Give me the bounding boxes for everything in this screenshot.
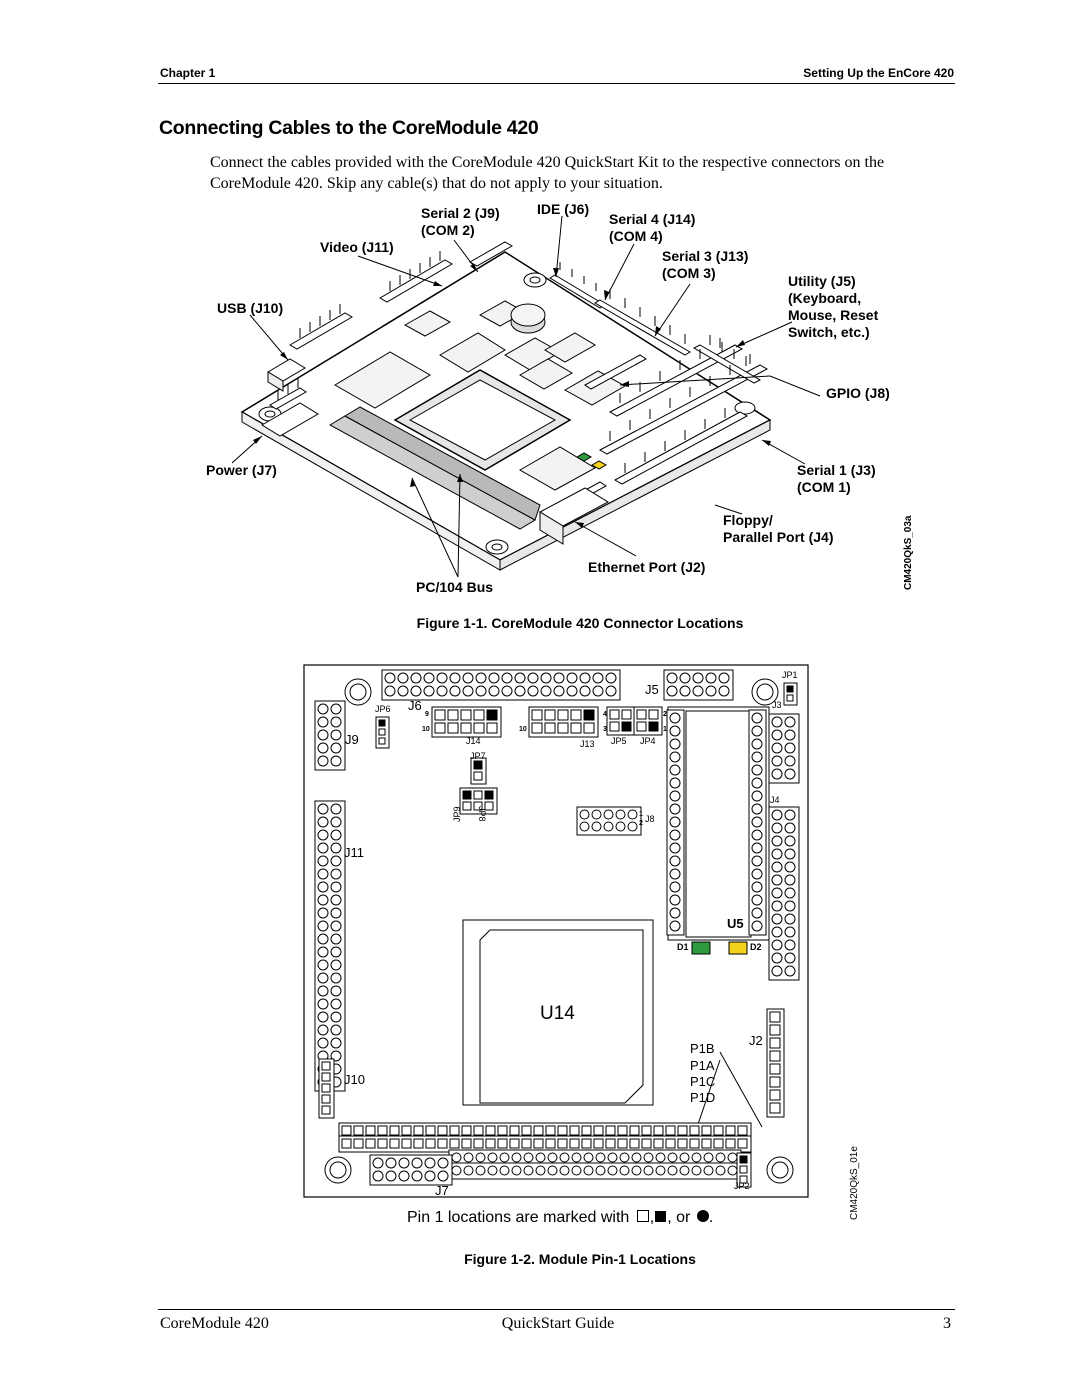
label-j3: J3 xyxy=(772,700,782,710)
label-power: Power (J7) xyxy=(206,462,277,478)
pin-num-2b: 2 xyxy=(639,820,643,827)
pin-num-4: 4 xyxy=(603,711,607,718)
label-ethernet: Ethernet Port (J2) xyxy=(588,559,706,575)
page-number: 3 xyxy=(943,1315,951,1332)
label-j11: J11 xyxy=(344,845,364,860)
label-jp8: JP8 xyxy=(477,806,487,822)
label-pc104: PC/104 Bus xyxy=(416,579,494,595)
pin-num-10b: 10 xyxy=(519,726,527,733)
label-j10: J10 xyxy=(344,1072,365,1087)
label-ide: IDE (J6) xyxy=(537,201,590,217)
header-section: Setting Up the EnCore 420 xyxy=(803,66,954,80)
figure1-caption: Figure 1-1. CoreModule 420 Connector Loc… xyxy=(416,615,744,631)
j6-header xyxy=(381,669,621,701)
figure2-code: CM420QkS_01e xyxy=(849,1146,860,1220)
label-p1c: P1C xyxy=(690,1074,716,1089)
label-j2: J2 xyxy=(749,1033,763,1048)
label-gpio: GPIO (J8) xyxy=(826,385,890,401)
label-j9: J9 xyxy=(345,732,359,747)
label-serial4: Serial 4 (J14) (COM 4) xyxy=(609,211,696,244)
label-j7: J7 xyxy=(435,1183,449,1198)
pin-num-10a: 10 xyxy=(422,726,430,733)
label-serial3: Serial 3 (J13) (COM 3) xyxy=(662,248,749,281)
pin-num-1: 1 xyxy=(663,726,667,733)
footer-center: QuickStart Guide xyxy=(501,1315,615,1332)
label-p1d: P1D xyxy=(690,1090,716,1105)
circle-filled-icon xyxy=(696,1210,709,1222)
label-serial2: Serial 2 (J9) (COM 2) xyxy=(421,205,500,238)
label-d2: D2 xyxy=(750,942,762,952)
label-jp7: JP7 xyxy=(470,751,486,761)
label-p1b: P1B xyxy=(690,1041,715,1056)
page-title: Connecting Cables to the CoreModule 420 xyxy=(159,117,539,139)
label-usb: USB (J10) xyxy=(217,300,284,316)
figure1-code: CM420QkS_03a xyxy=(903,515,914,591)
label-jp4: JP4 xyxy=(640,736,656,746)
label-j6: J6 xyxy=(408,698,422,713)
pin-num-3: 3 xyxy=(603,726,607,733)
label-p1a: P1A xyxy=(690,1058,715,1073)
label-jp9: JP9 xyxy=(452,806,462,822)
figure2-caption: Figure 1-2. Module Pin-1 Locations xyxy=(464,1251,696,1267)
pin1-suffix: , or xyxy=(667,1209,691,1226)
square-filled-icon xyxy=(655,1211,667,1222)
label-j5: J5 xyxy=(645,682,659,697)
label-j4: J4 xyxy=(770,795,780,805)
label-jp1: JP1 xyxy=(782,670,798,680)
pin1-note: Pin 1 locations are marked with ,, or . xyxy=(407,1209,714,1226)
label-j13: J13 xyxy=(580,739,595,749)
figure-connector-locations: Serial 2 (J9) (COM 2) IDE (J6) Serial 4 … xyxy=(0,0,1080,640)
header-chapter: Chapter 1 xyxy=(160,66,216,80)
label-video: Video (J11) xyxy=(320,239,394,255)
label-jp6: JP6 xyxy=(375,704,391,714)
intro-paragraph: Connect the cables provided with the Cor… xyxy=(210,154,885,192)
square-open-icon xyxy=(636,1210,649,1222)
label-d1: D1 xyxy=(677,942,689,952)
footer-left: CoreModule 420 xyxy=(160,1315,269,1332)
label-utility: Utility (J5) (Keyboard, Mouse, Reset Swi… xyxy=(788,273,879,340)
label-serial1: Serial 1 (J3) (COM 1) xyxy=(797,462,876,495)
label-j8: J8 xyxy=(645,814,655,824)
pin-num-1b: 1 xyxy=(639,811,643,818)
label-jp5: JP5 xyxy=(611,736,627,746)
header-rule xyxy=(158,83,955,84)
pin-num-2: 2 xyxy=(663,711,667,718)
board-illustration xyxy=(231,215,821,578)
pin-num-9: 9 xyxy=(425,711,429,718)
label-u5: U5 xyxy=(727,916,744,931)
label-jp2: JP2 xyxy=(734,1181,750,1191)
module-diagram xyxy=(303,664,809,1198)
footer-rule xyxy=(158,1309,955,1310)
j7-header xyxy=(369,1154,453,1186)
label-u14: U14 xyxy=(540,1003,575,1024)
figure-pin1-locations: J5 JP1 J3 JP6 J6 J9 J14 J13 JP5 JP4 JP7 … xyxy=(0,640,1080,1260)
label-j14: J14 xyxy=(466,736,481,746)
label-floppy: Floppy/ Parallel Port (J4) xyxy=(723,512,834,545)
pin1-note-text: Pin 1 locations are marked with xyxy=(407,1209,630,1226)
